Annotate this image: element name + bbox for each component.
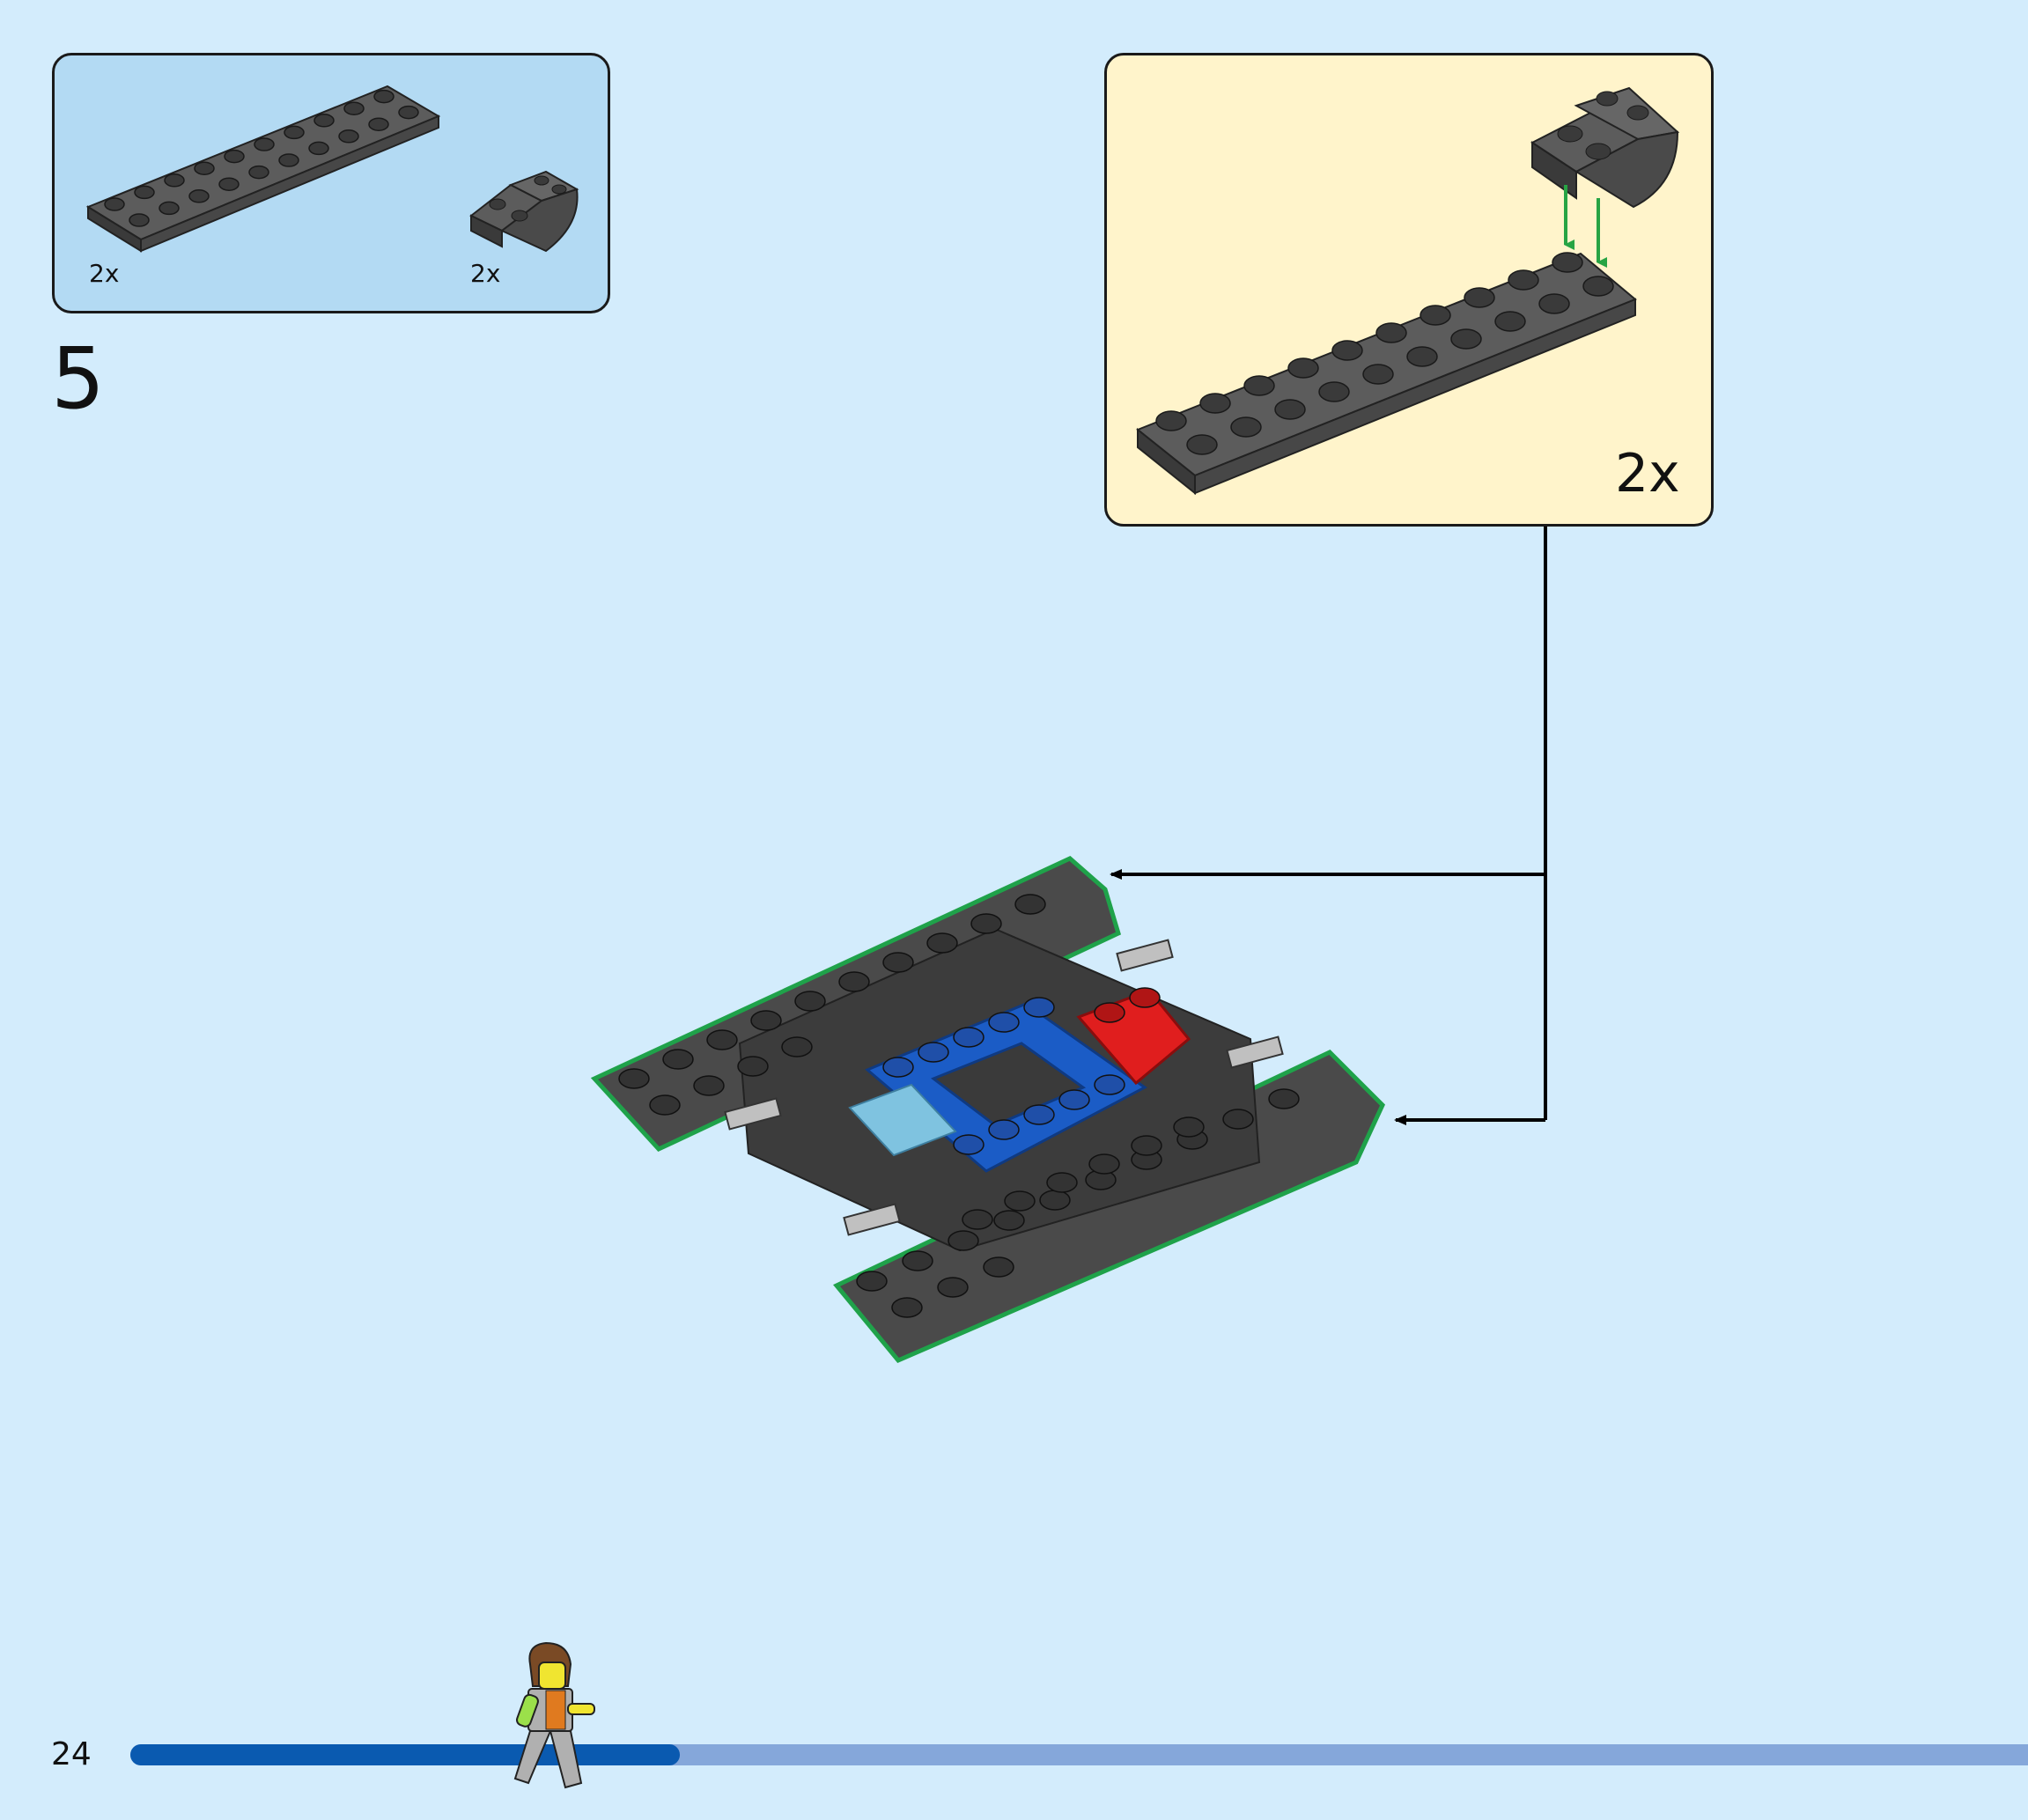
stud: [953, 1027, 985, 1048]
stud: [1230, 416, 1262, 438]
stud: [649, 1094, 681, 1116]
stud: [937, 1277, 969, 1298]
stud: [343, 101, 365, 115]
stud: [1094, 1002, 1125, 1023]
stud: [902, 1250, 933, 1271]
stud: [926, 932, 958, 954]
stud: [750, 1010, 782, 1031]
stud: [1046, 1172, 1078, 1193]
stud: [129, 213, 150, 227]
stud: [1173, 1116, 1205, 1138]
stud: [1129, 987, 1161, 1008]
stud: [313, 114, 335, 128]
stud: [218, 177, 240, 191]
stud: [308, 141, 329, 156]
stud: [164, 173, 185, 188]
subassembly-quantity: 2x: [1615, 443, 1680, 505]
stud: [618, 1068, 650, 1089]
stud: [188, 189, 210, 203]
stud: [1004, 1190, 1036, 1212]
plate-2x10-part: [85, 85, 441, 253]
stud: [882, 1057, 914, 1078]
stud: [1199, 393, 1231, 414]
stud: [838, 971, 870, 992]
stud: [1552, 252, 1583, 273]
stud: [737, 1056, 769, 1077]
stud: [882, 952, 914, 973]
stud: [373, 89, 395, 104]
curved-slope-part: [469, 170, 579, 253]
stud: [1039, 1190, 1071, 1211]
stud: [962, 1209, 993, 1230]
stud: [1406, 346, 1438, 367]
stud: [1268, 1088, 1300, 1109]
stud: [970, 913, 1002, 934]
stud: [368, 117, 389, 131]
stud: [993, 1210, 1025, 1231]
stud: [693, 1075, 725, 1096]
stud: [278, 153, 299, 167]
minifigure-icon: [513, 1641, 595, 1789]
stud: [948, 1230, 979, 1251]
stud: [918, 1042, 949, 1063]
step-number: 5: [51, 329, 106, 428]
stud: [1155, 410, 1187, 431]
stud: [1094, 1074, 1125, 1095]
stud: [1222, 1109, 1254, 1130]
stud: [988, 1012, 1020, 1033]
stud: [1274, 399, 1306, 420]
stud: [1088, 1153, 1120, 1175]
stud: [398, 105, 419, 120]
subassembly-slope-brick: [1530, 86, 1680, 209]
placement-arrows: [1564, 185, 1607, 268]
stud: [856, 1271, 888, 1292]
main-model: [590, 856, 1386, 1364]
subassembly-plate: [1136, 252, 1637, 496]
stud: [1287, 357, 1319, 379]
stud: [284, 125, 305, 140]
stud: [134, 185, 155, 200]
stud: [1538, 293, 1570, 314]
stud: [224, 149, 245, 164]
stud: [1243, 375, 1275, 396]
stud: [1131, 1135, 1162, 1156]
stud: [983, 1256, 1014, 1278]
stud: [1186, 434, 1218, 455]
stud: [159, 201, 180, 216]
stud: [1450, 328, 1482, 350]
stud: [254, 137, 275, 151]
stud: [953, 1134, 985, 1155]
stud: [104, 197, 125, 211]
stud: [1058, 1089, 1090, 1110]
stud: [1023, 997, 1055, 1018]
stud: [662, 1049, 694, 1070]
stud: [1420, 305, 1451, 326]
stud: [1494, 311, 1526, 332]
stud: [1375, 322, 1407, 343]
page-number: 24: [51, 1736, 92, 1772]
stud: [1318, 381, 1350, 402]
stud: [1582, 276, 1614, 297]
stud: [338, 129, 359, 144]
stud: [1014, 894, 1046, 915]
stud: [1464, 287, 1495, 308]
stud: [781, 1036, 813, 1057]
part-quantity-plate: 2x: [89, 259, 120, 288]
stud: [1331, 340, 1363, 361]
stud: [1508, 269, 1539, 291]
stud: [891, 1297, 923, 1318]
stud: [706, 1029, 738, 1050]
part-quantity-slope: 2x: [470, 259, 501, 288]
stud: [988, 1119, 1020, 1140]
stud: [1362, 364, 1394, 385]
stud: [794, 991, 826, 1012]
stud: [248, 165, 269, 180]
stud: [1023, 1104, 1055, 1125]
callout-lines: [1110, 527, 1547, 1125]
stud: [194, 161, 215, 175]
